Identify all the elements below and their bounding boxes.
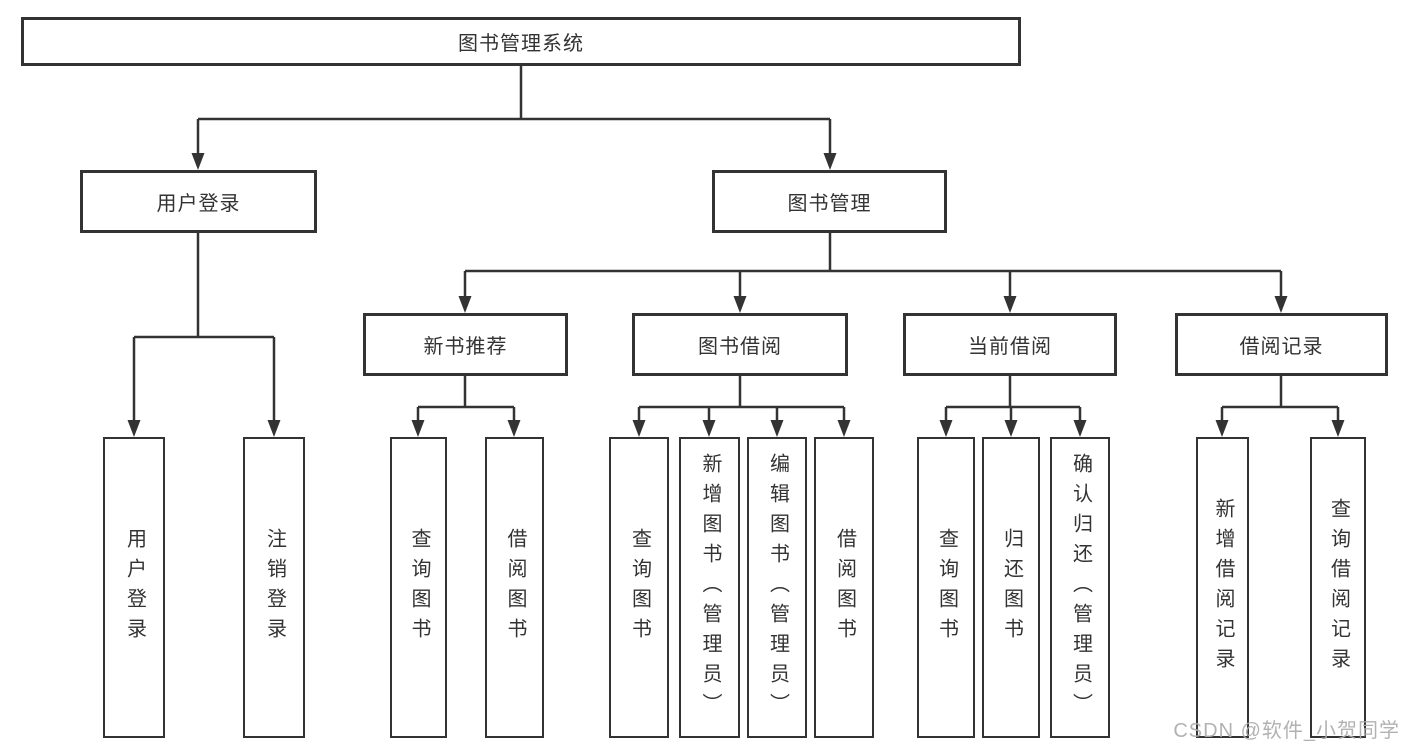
leaf-label: 借阅图书 [504,527,526,648]
leaf-newbooks-query-books: 查询图书 [390,437,447,738]
leaf-label: 查询图书 [628,527,651,648]
leaf-label: 归还图书 [1000,527,1023,648]
arrow-down-icon [632,420,646,437]
arrow-down-icon [458,296,472,313]
arrow-down-icon [1073,420,1087,437]
node-book-borrowing: 图书借阅 [632,313,848,376]
node-label: 新书推荐 [423,336,508,358]
connector-book-management [463,233,1283,297]
leaf-label: 查询图书 [408,527,430,648]
arrow-down-icon [837,420,851,437]
leaf-label: 用户登录 [123,527,146,648]
leaf-label: 查询借阅记录 [1327,497,1350,678]
leaf-current-query-books: 查询图书 [917,437,975,738]
node-label: 图书管理 [787,193,872,215]
node-label: 用户登录 [156,193,241,215]
arrow-down-icon [191,153,205,170]
leaf-user-login: 用户登录 [103,437,165,738]
leaf-label: 新增借阅记录 [1212,497,1234,678]
arrow-down-icon [507,420,521,437]
watermark: CSDN @软件_小贺同学 [1173,720,1400,742]
arrow-down-icon [733,296,747,313]
node-current-borrowing: 当前借阅 [903,313,1117,376]
connector-borrowing-records [1220,376,1340,421]
node-borrowing-records: 借阅记录 [1175,313,1388,376]
arrow-down-icon [267,420,281,437]
leaf-logout: 注销登录 [243,437,305,738]
connector-root [196,64,832,154]
arrow-down-icon [823,153,837,170]
node-label: 借阅记录 [1239,336,1324,358]
leaf-label: 查询图书 [935,527,958,648]
connector-user-login [132,233,276,421]
arrow-down-icon [1274,296,1288,313]
arrow-down-icon [127,420,141,437]
node-user-login: 用户登录 [80,170,317,233]
leaf-records-query-record: 查询借阅记录 [1310,437,1366,738]
arrow-down-icon [1004,420,1018,437]
arrow-down-icon [1215,420,1229,437]
leaf-current-return-books: 归还图书 [982,437,1040,738]
leaf-label: 借阅图书 [833,527,856,648]
leaf-borrowing-add-books-admin: 新增图书（管理员） [679,437,740,738]
arrow-down-icon [939,420,953,437]
arrow-down-icon [411,420,425,437]
arrow-down-icon [702,420,716,437]
arrow-down-icon [770,420,784,437]
leaf-borrowing-borrow-books: 借阅图书 [814,437,874,738]
connector-new-book-recommend [416,376,516,421]
leaf-newbooks-borrow-books: 借阅图书 [485,437,544,738]
leaf-label: 确认归还（管理员） [1069,452,1092,723]
node-label: 当前借阅 [968,336,1052,358]
arrow-down-icon [1331,420,1345,437]
connector-current-borrowing [944,376,1082,421]
arrow-down-icon [1003,296,1017,313]
node-label: 图书管理系统 [458,33,584,55]
leaf-records-add-record: 新增借阅记录 [1196,437,1249,738]
leaf-borrowing-query-books: 查询图书 [609,437,669,738]
node-library-management-system: 图书管理系统 [21,17,1021,66]
leaf-current-confirm-return-admin: 确认归还（管理员） [1050,437,1110,738]
leaf-label: 新增图书（管理员） [699,452,721,723]
node-new-book-recommend: 新书推荐 [363,313,568,376]
node-label: 图书借阅 [698,336,782,358]
leaf-label: 注销登录 [263,527,286,648]
leaf-label: 编辑图书（管理员） [766,452,789,723]
connector-book-borrowing [637,376,846,421]
leaf-borrowing-edit-books-admin: 编辑图书（管理员） [747,437,807,738]
node-book-management: 图书管理 [712,170,947,233]
